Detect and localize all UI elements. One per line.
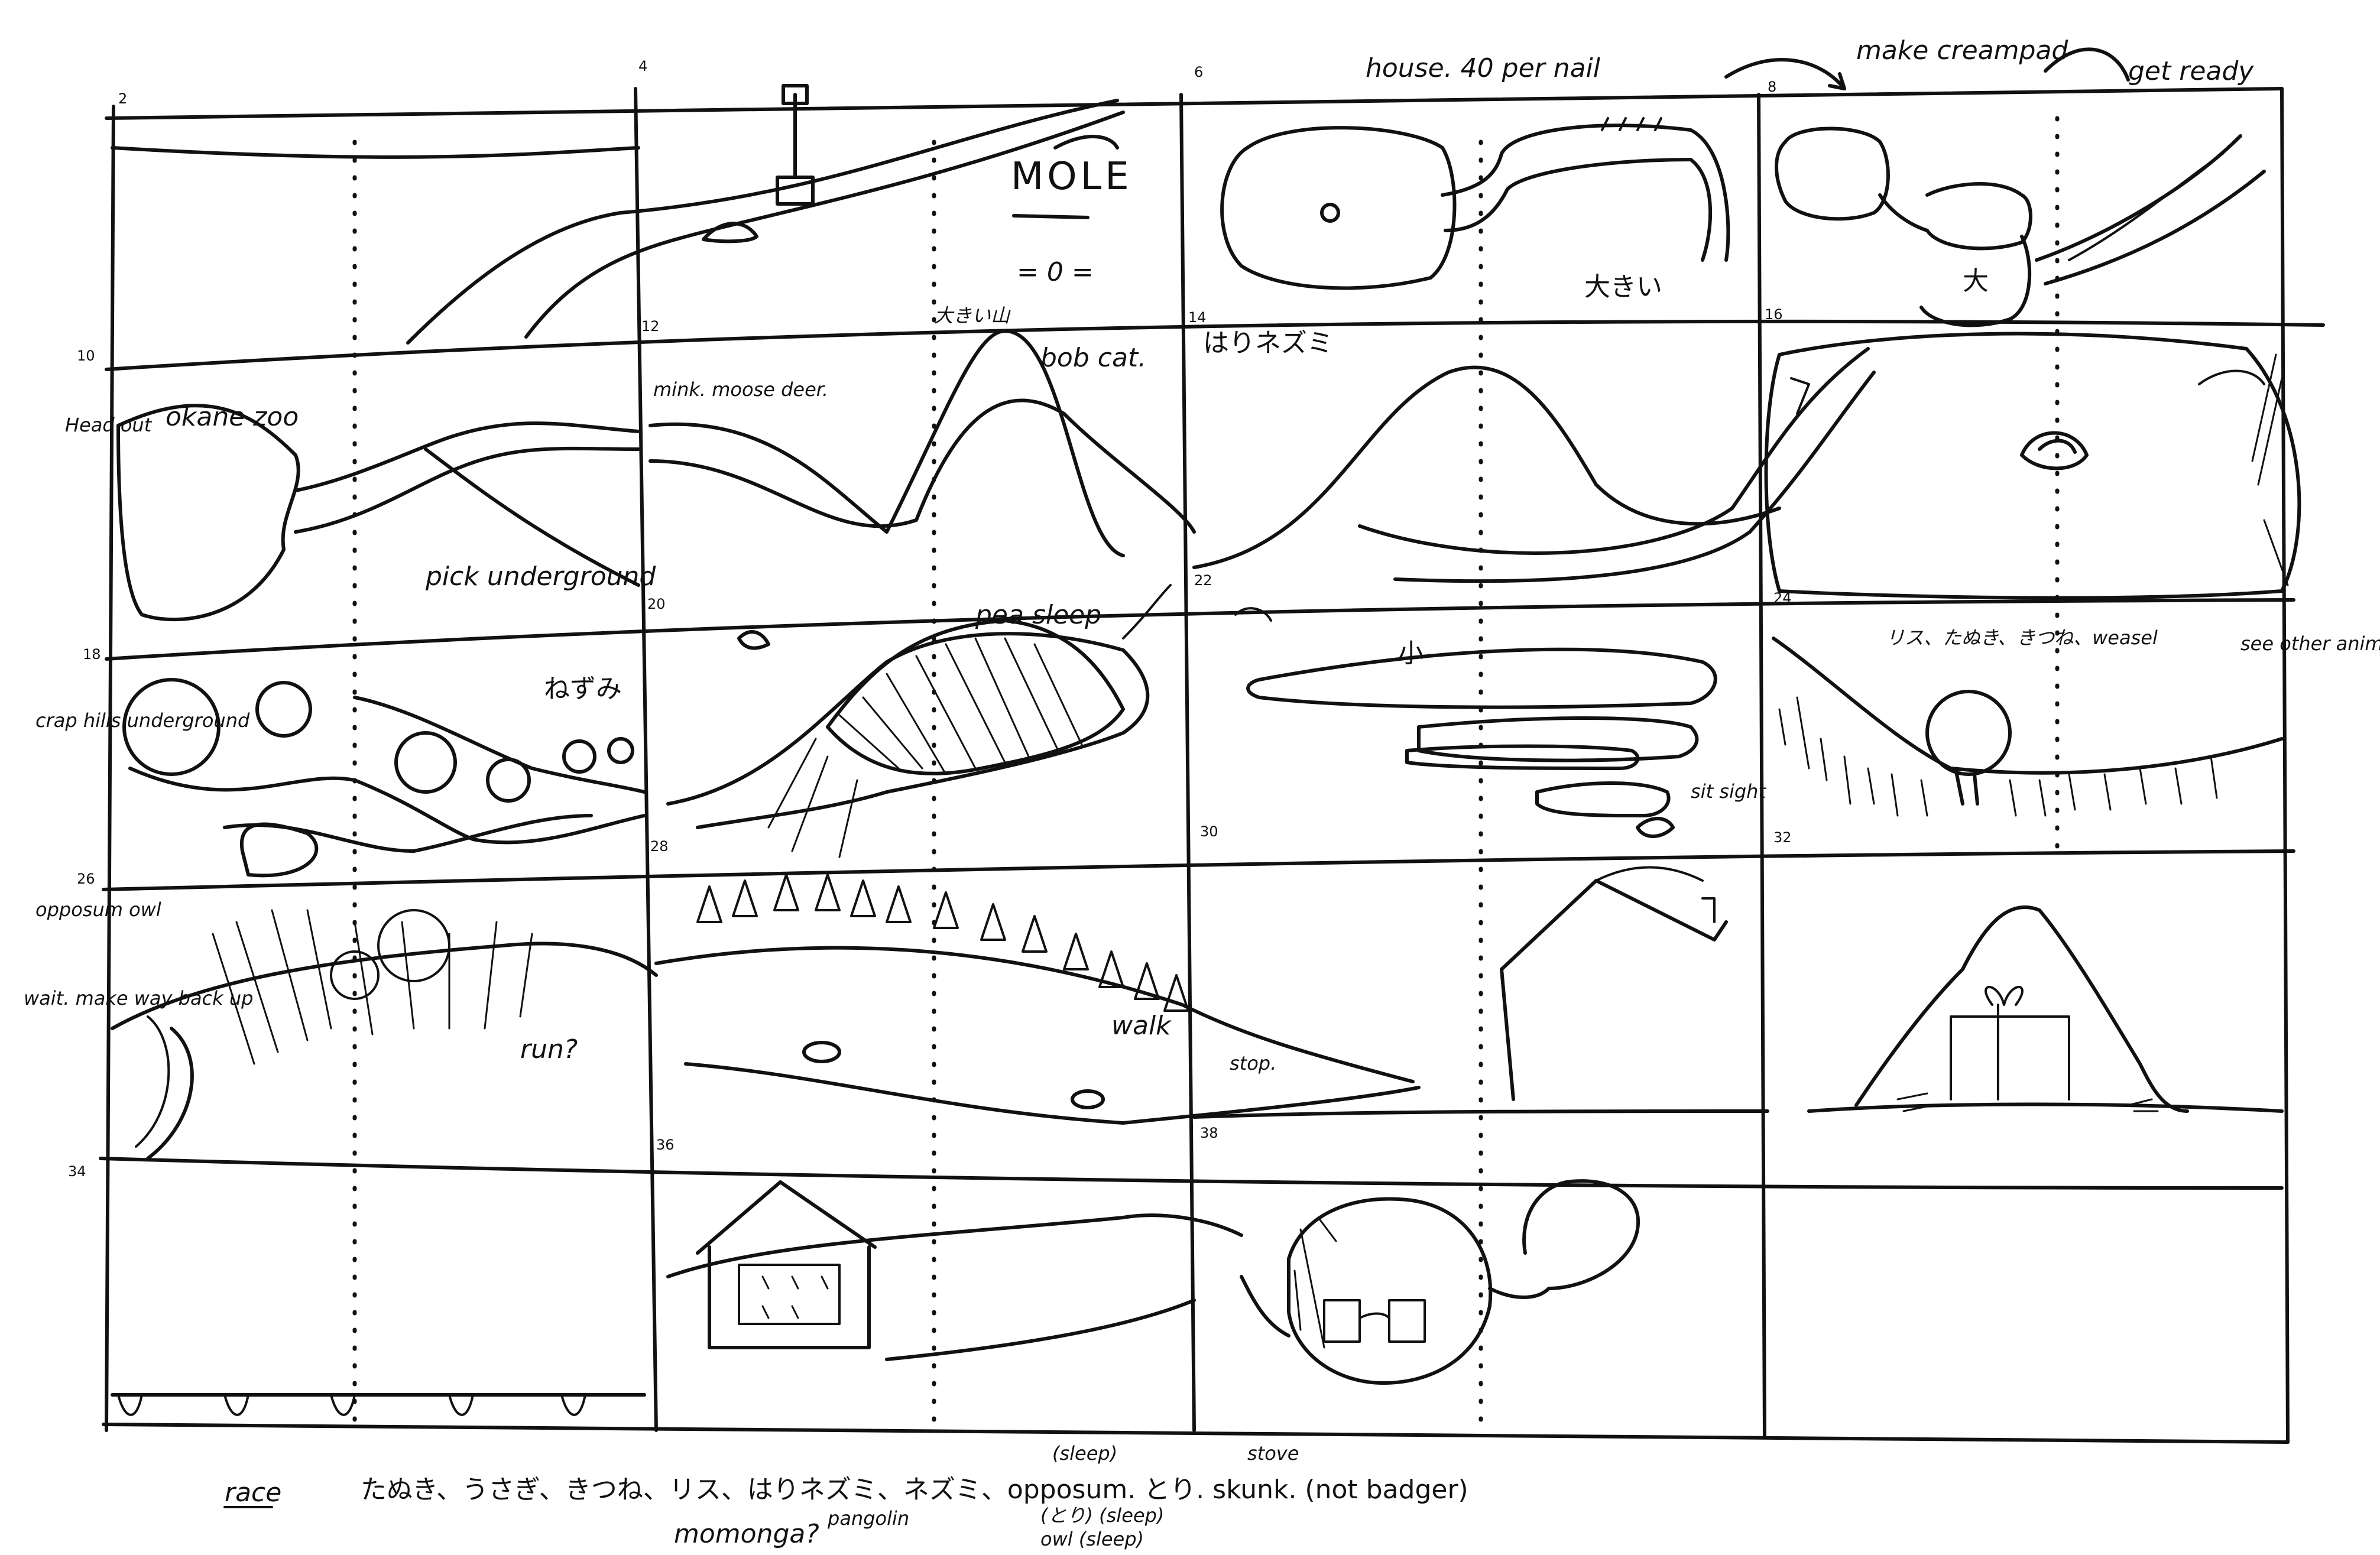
run-label: run? — [520, 1034, 578, 1064]
hedgehog-label: はりネズミ — [1203, 328, 1333, 358]
frame-number: 20 — [647, 596, 666, 612]
frame-number: 36 — [656, 1137, 675, 1153]
frame-number: 8 — [1768, 79, 1776, 95]
make-cream-note: make creampad — [1856, 35, 2068, 66]
opossum-owl-label: opposum owl — [35, 898, 161, 921]
sit-sight-label: sit sight — [1691, 780, 1766, 803]
stop-label: stop. — [1230, 1052, 1276, 1074]
frame-number: 34 — [68, 1163, 86, 1180]
momonga-note: momonga? — [674, 1519, 819, 1549]
frame-number: 38 — [1200, 1125, 1218, 1141]
bob-cat-label: bob cat. — [1040, 343, 1146, 373]
frame-number: 28 — [650, 838, 669, 855]
head-out-label: Head out — [65, 414, 153, 436]
get-ready-note: get ready — [2128, 56, 2254, 86]
footer-notes: race たぬき、うさぎ、きつね、リス、はりネズミ、ネズミ、opposum. と… — [223, 1442, 1468, 1550]
footer-animals: たぬき、うさぎ、きつね、リス、はりネズミ、ネズミ、opposum. とり. sk… — [361, 1475, 1468, 1505]
row-4-panels: run? opposum owl wait. make way back up … — [24, 866, 2284, 1160]
footer-lead: race — [225, 1478, 281, 1508]
frame-number: 12 — [641, 318, 660, 335]
big-mountain-label: 大きい山 — [934, 304, 1011, 327]
frame-number: 2 — [118, 90, 127, 107]
header-notes: house. 40 per nail make creampad get rea… — [1366, 35, 2254, 90]
frame-number: 16 — [1765, 306, 1783, 323]
frame-number: 26 — [77, 871, 95, 887]
bird-sleep-note: (とり) (sleep) — [1040, 1504, 1164, 1527]
frame-number: 18 — [83, 646, 101, 663]
frame-numbers: 2 4 6 8 10 12 14 16 18 20 22 24 26 28 30… — [68, 58, 1792, 1180]
sleep-note: (sleep) — [1052, 1442, 1117, 1465]
owl-sleep-note: owl (sleep) — [1040, 1528, 1144, 1550]
frame-number: 22 — [1194, 572, 1212, 589]
mink-moose-deer-label: mink. moose deer. — [653, 378, 828, 401]
mole-title: MOLE — [1011, 155, 1133, 199]
wait-back-label: wait. make way back up — [24, 987, 253, 1009]
frame-number: 32 — [1773, 829, 1792, 846]
see-other-animals-label: see other animals going to party — [2240, 632, 2380, 655]
row-3-panels: ねずみ crap hills underground pea sleep 小 s… — [35, 584, 2380, 878]
big-kanji-2: 大 — [1963, 266, 1989, 296]
frame-number: 10 — [77, 348, 95, 364]
walk-label: walk — [1111, 1011, 1172, 1041]
okane-zoo-label: okane zoo — [166, 402, 299, 432]
row-2-panels: okane zoo pick underground mink. moose d… — [65, 304, 2301, 622]
frame-number: 4 — [638, 58, 647, 74]
pea-sleep-label: pea sleep — [975, 600, 1101, 630]
house-nail-note: house. 40 per nail — [1366, 53, 1601, 83]
stove-note: stove — [1247, 1442, 1299, 1465]
big-kanji-label: 大きい — [1584, 272, 1662, 302]
frame-number: 6 — [1194, 64, 1203, 80]
pick-underground-label: pick underground — [425, 561, 656, 592]
row-5-panels — [111, 1179, 1640, 1416]
small-kanji: 小 — [1398, 638, 1424, 668]
mouse-label: ねずみ — [544, 674, 622, 704]
storyboard-grid — [99, 87, 2325, 1444]
pangolin-note: pangolin — [827, 1507, 909, 1530]
crap-hill-label: crap hills underground — [35, 709, 250, 732]
frame-number: 14 — [1188, 309, 1207, 326]
frame-number: 30 — [1200, 823, 1218, 840]
mole-sub: = 0 = — [1017, 257, 1094, 287]
row-1-panels: MOLE = 0 = 大きい 大 — [111, 84, 2266, 345]
squirrel-list-label: リス、たぬき、きつね、weasel — [1886, 626, 2158, 649]
